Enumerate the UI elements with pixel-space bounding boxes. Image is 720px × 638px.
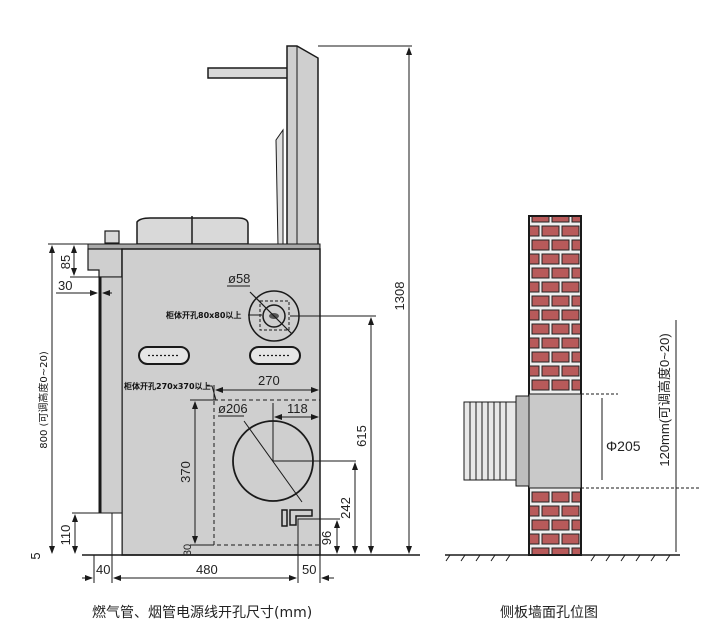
dim-top-depth: 85 — [58, 255, 73, 269]
dim-bottom-gap: 30 — [182, 544, 194, 556]
left-view-caption: 燃气管、烟管电源线开孔尺寸(mm) — [92, 605, 313, 621]
wall-hole-view: Φ205 120mm(可调高度0~20) — [445, 215, 700, 562]
dim-power-height: 96 — [319, 531, 334, 545]
dim-flue-center-height: 242 — [338, 497, 353, 519]
dim-total-height: 1308 — [392, 282, 407, 311]
dim-base-offset: 5 — [28, 552, 43, 559]
dim-gas-height: 615 — [354, 425, 369, 447]
dim-flue-height: 370 — [178, 461, 193, 483]
right-view-caption: 侧板墙面孔位图 — [500, 605, 598, 621]
knob — [104, 230, 120, 244]
dim-front-offset: 30 — [58, 278, 72, 293]
flexible-duct — [463, 401, 517, 481]
cabinet-door — [98, 276, 123, 514]
dim-flue-center-offset: 118 — [287, 401, 308, 416]
dim-plinth-height: 110 — [58, 525, 73, 546]
hood-panel — [275, 128, 284, 247]
range-hood-column — [286, 45, 319, 247]
dim-right-width: 50 — [302, 562, 316, 577]
flue-cabinet-opening-note: 柜体开孔270x370以上 — [123, 381, 211, 391]
brick-wall — [528, 215, 582, 556]
dim-left-width: 40 — [96, 562, 110, 577]
gas-cabinet-opening-note: 柜体开孔80x80以上 — [165, 310, 241, 320]
wall-hole — [528, 393, 582, 489]
dim-flue-width: 270 — [258, 373, 280, 388]
power-outlet — [281, 509, 288, 527]
cabinet-side-view: 1308 615 242 96 800 (可调高度0~20) 85 30 110… — [28, 45, 420, 583]
flue-opening-outline — [213, 399, 321, 546]
dim-hole-diameter: Φ205 — [606, 438, 641, 454]
dim-main-width: 480 — [196, 562, 218, 577]
dim-cabinet-height: 800 (可调高度0~20) — [37, 351, 50, 449]
dim-flue-diameter: ø206 — [218, 401, 248, 416]
dim-hole-height: 120mm(可调高度0~20) — [657, 333, 672, 466]
dim-gas-hole-diameter: ø58 — [228, 271, 250, 286]
range-hood-arm — [207, 67, 289, 79]
cabinet-body — [121, 248, 321, 556]
